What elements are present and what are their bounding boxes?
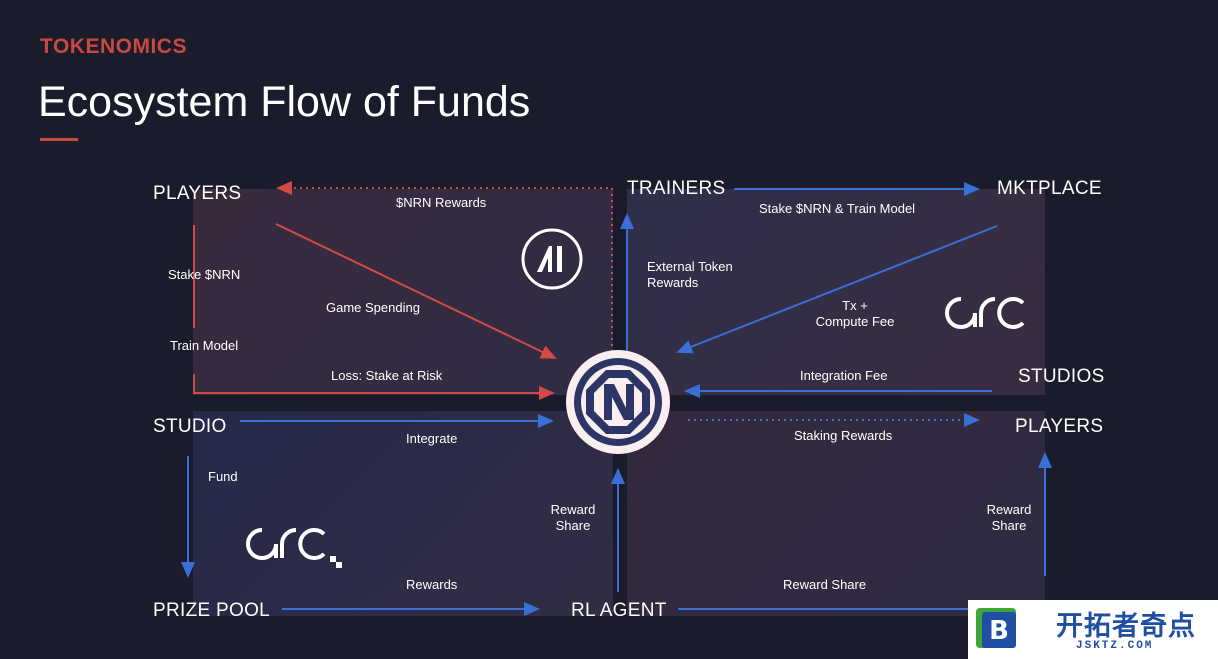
watermark-logo-icon: B — [976, 608, 1016, 648]
tx-fee-arrow — [676, 225, 998, 354]
ai-logo-icon — [521, 228, 583, 290]
node-studios: STUDIOS — [1018, 366, 1105, 387]
nrn-token-icon — [566, 350, 670, 454]
node-rl-agent: RL AGENT — [571, 600, 667, 621]
title-underline — [40, 138, 78, 141]
label-tx-fee: Tx + Compute Fee — [815, 298, 895, 329]
watermark-letter: B — [989, 616, 1009, 646]
game-spending-arrow — [275, 223, 557, 359]
watermark-title: 开拓者奇点 — [1056, 611, 1196, 642]
label-reward-share-bottom: Reward Share — [783, 577, 867, 592]
label-train-model: Train Model — [170, 338, 239, 353]
panel-bottom-right — [627, 411, 1045, 616]
node-players-top: PLAYERS — [153, 183, 242, 204]
node-players-right: PLAYERS — [1015, 416, 1104, 437]
label-integration-fee: Integration Fee — [800, 368, 888, 383]
label-reward-share-center: Reward Share — [550, 502, 596, 533]
label-stake-train: Stake $NRN & Train Model — [759, 201, 916, 216]
label-loss-stake: Loss: Stake at Risk — [331, 368, 443, 383]
nrn-rewards-arrow — [276, 181, 613, 370]
label-integrate: Integrate — [406, 431, 458, 446]
label-reward-share-right: Reward Share — [986, 502, 1032, 533]
label-game-spending: Game Spending — [326, 300, 420, 315]
arc-logo-icon — [246, 528, 342, 568]
page-title: Ecosystem Flow of Funds — [38, 78, 531, 126]
panel-top-left — [193, 189, 613, 395]
section-eyebrow: TOKENOMICS — [40, 35, 187, 58]
label-rewards: Rewards — [406, 577, 458, 592]
panel-top-right — [627, 189, 1045, 395]
loss-stake-arrow — [193, 374, 555, 400]
label-fund: Fund — [208, 469, 238, 484]
node-studio: STUDIO — [153, 416, 227, 437]
watermark-url: JSKTZ.COM — [1076, 640, 1154, 652]
label-stake-nrn: Stake $NRN — [168, 267, 241, 282]
label-nrn-rewards: $NRN Rewards — [396, 195, 487, 210]
arc-logo-icon — [945, 297, 1025, 329]
watermark-badge: B 开拓者奇点 JSKTZ.COM — [968, 600, 1218, 659]
label-staking-rewards: Staking Rewards — [794, 428, 893, 443]
node-trainers: TRAINERS — [627, 178, 726, 199]
node-mktplace: MKTPLACE — [997, 178, 1102, 199]
label-external-token: External Token Rewards — [647, 259, 733, 290]
panel-bottom-left — [193, 411, 613, 616]
node-prize-pool: PRIZE POOL — [153, 600, 271, 621]
